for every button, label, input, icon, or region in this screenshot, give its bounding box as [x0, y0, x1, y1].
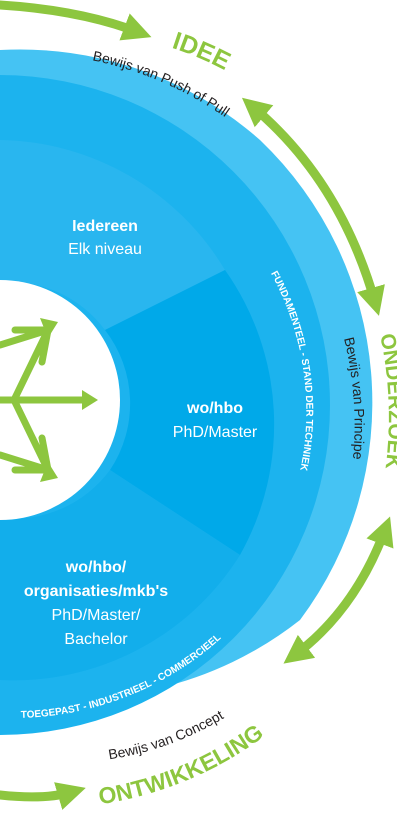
arrow-onderzoek-ontwikkeling	[283, 516, 394, 664]
arrow-idee-onderzoek	[241, 97, 385, 316]
arrow-to-idee	[0, 0, 152, 41]
segment-bottom	[0, 470, 240, 681]
segment-middle-subtitle: PhD/Master	[173, 424, 258, 441]
segment-middle	[105, 270, 275, 555]
segment-bottom-title-2: organisaties/mkb's	[24, 583, 168, 600]
arrow-from-ontwikkeling	[0, 782, 86, 810]
network-arrows-icon	[0, 318, 98, 482]
segment-top	[0, 140, 225, 330]
stage-idee: IDEE	[169, 27, 235, 76]
segment-top-title: Iedereen	[72, 218, 138, 235]
segment-top-subtitle: Elk niveau	[68, 241, 142, 258]
stage-onderzoek: ONDERZOEK	[375, 332, 397, 471]
segment-bottom-title-1: wo/hbo/	[65, 559, 127, 576]
segment-bottom-subtitle-2: Bachelor	[64, 631, 128, 648]
segment-bottom-subtitle-1: PhD/Master/	[52, 607, 141, 624]
segment-middle-title: wo/hbo	[186, 400, 243, 417]
